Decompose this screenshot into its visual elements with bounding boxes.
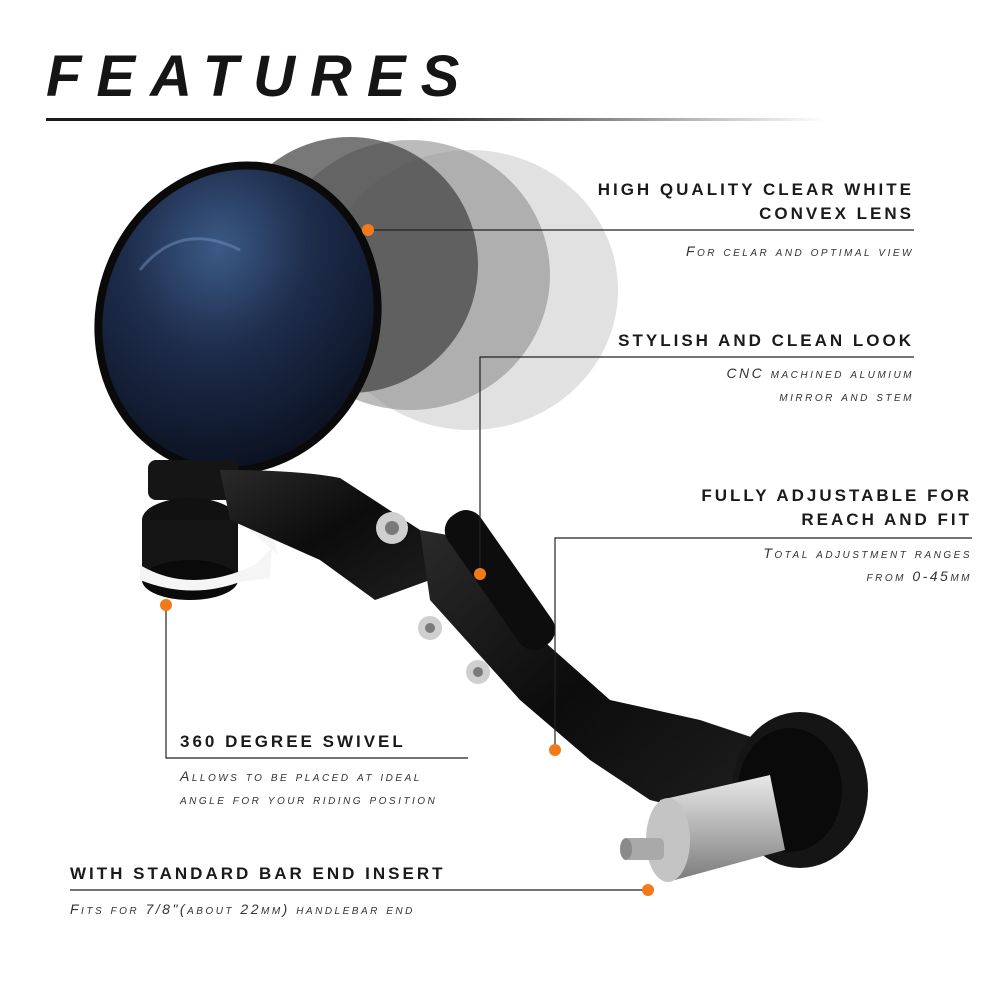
feature-heading-line: 360 degree swivel [180, 732, 406, 751]
feature-desc-line: Total adjustment ranges [763, 545, 972, 561]
feature-desc-lens: For celar and optimal view [434, 240, 914, 263]
feature-desc-line: Allows to be placed at ideal [180, 768, 422, 784]
feature-desc-line: Fits for 7/8"(about 22mm) handlebar end [70, 901, 415, 917]
feature-heading-lens: High quality clear white convex lens [394, 178, 914, 226]
page-title: FEATURES [46, 44, 475, 109]
feature-heading-insert: With standard bar end insert [70, 862, 590, 886]
callout-dot-lens [362, 224, 374, 236]
callout-dot-look [474, 568, 486, 580]
feature-heading-swivel: 360 degree swivel [180, 730, 510, 754]
mirror-arm [220, 470, 760, 820]
feature-desc-line: CNC machined alumium [726, 365, 914, 381]
feature-heading-adjust: Fully adjustable for reach and fit [552, 484, 972, 532]
feature-desc-line: from 0-45mm [866, 568, 972, 584]
bar-end-insert [620, 775, 785, 882]
feature-heading-line: Stylish and clean look [618, 331, 914, 350]
feature-heading-line: Fully adjustable for [701, 486, 972, 505]
feature-heading-line: High quality clear white [597, 180, 914, 199]
feature-heading-line: reach and fit [801, 510, 972, 529]
callout-dot-adjust [549, 744, 561, 756]
feature-desc-adjust: Total adjustment ranges from 0-45mm [592, 542, 972, 588]
feature-desc-insert: Fits for 7/8"(about 22mm) handlebar end [70, 898, 630, 921]
feature-heading-line: convex lens [759, 204, 914, 223]
feature-desc-line: mirror and stem [779, 388, 914, 404]
feature-desc-line: angle for your riding position [180, 791, 438, 807]
feature-heading-line: With standard bar end insert [70, 864, 446, 883]
feature-heading-look: Stylish and clean look [414, 329, 914, 353]
mirror-lens [94, 161, 382, 475]
feature-desc-look: CNC machined alumium mirror and stem [494, 362, 914, 408]
callout-dot-insert [642, 884, 654, 896]
feature-desc-swivel: Allows to be placed at ideal angle for y… [180, 765, 600, 811]
title-underline [46, 118, 826, 121]
callout-dot-swivel [160, 599, 172, 611]
feature-desc-line: For celar and optimal view [685, 243, 914, 259]
